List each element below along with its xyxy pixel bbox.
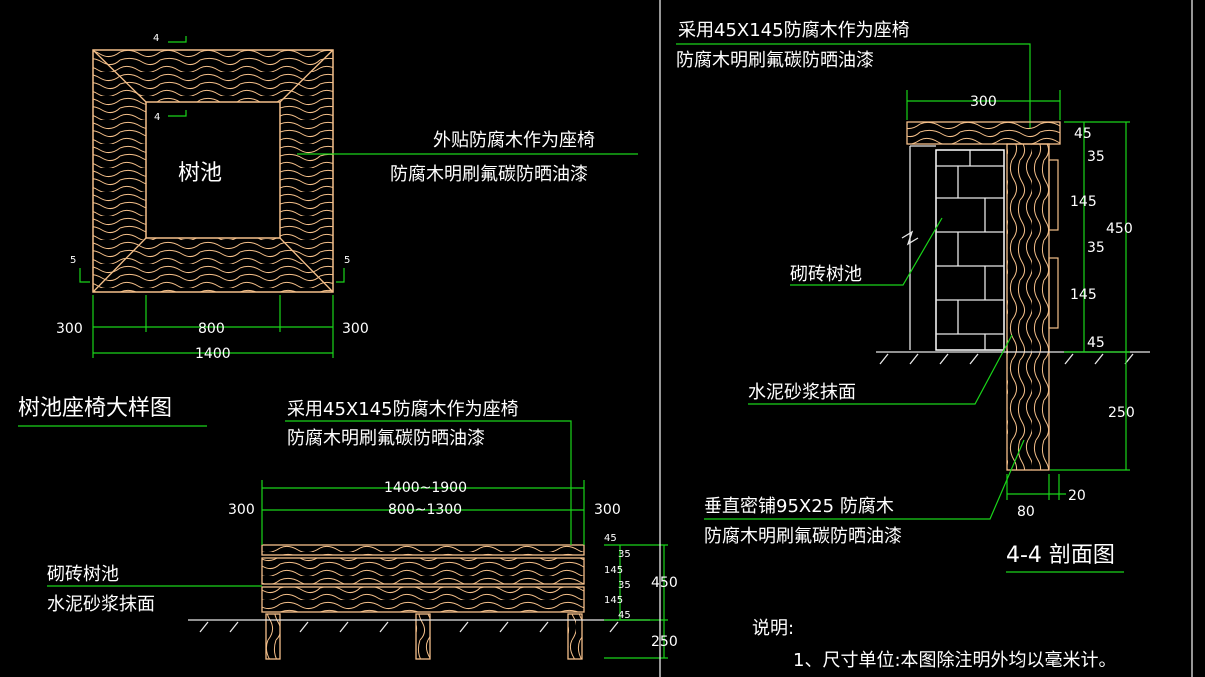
sec-v-145a: 145	[1070, 194, 1097, 210]
section-view: 采用45X145防腐木作为座椅 防腐木明刷氟碳防晒油漆 300 45 35 14…	[659, 0, 1193, 677]
sec-brick-wall	[935, 149, 1005, 351]
sec-v-45a: 45	[1074, 126, 1092, 142]
elev-v-145b: 145	[604, 595, 623, 606]
sec-title: 4-4 剖面图	[1006, 543, 1115, 568]
plan-thk-top: 4	[153, 33, 159, 44]
elev-v-145a: 145	[604, 565, 623, 576]
plan-thk-left: 5	[70, 255, 76, 266]
plan-dim-total: 1400	[195, 346, 231, 362]
sec-small-board-2	[1048, 257, 1059, 329]
elev-dim-range-1: 1400~1900	[384, 480, 467, 496]
elev-v-45a: 45	[604, 533, 617, 544]
elev-callout-2: 防腐木明刷氟碳防晒油漆	[287, 428, 485, 449]
notes-line-1: 1、尺寸单位:本图除注明外均以毫米计。	[793, 650, 1117, 671]
plan-dim-mid: 800	[198, 321, 225, 337]
plan-thk-right: 5	[344, 255, 350, 266]
plan-pool-label: 树池	[178, 161, 222, 186]
plan-dim-right: 300	[342, 321, 369, 337]
sec-label-vert-1: 垂直密铺95X25 防腐木	[704, 496, 894, 517]
sec-v-250: 250	[1108, 405, 1135, 421]
sec-v-35a: 35	[1087, 149, 1105, 165]
elev-board-1	[261, 557, 585, 585]
elev-label-brick: 砌砖树池	[47, 564, 119, 585]
sec-callout-2: 防腐木明刷氟碳防晒油漆	[676, 50, 874, 71]
sec-dim-top: 300	[970, 94, 997, 110]
sec-label-mortar: 水泥砂浆抹面	[748, 382, 856, 403]
plan-pool-opening	[145, 101, 281, 239]
sec-vertical-board	[1006, 143, 1050, 471]
plan-callout-1: 外贴防腐木作为座椅	[433, 130, 595, 151]
elev-leg-1	[265, 613, 281, 660]
sec-top-board	[906, 121, 1061, 145]
sec-v-35b: 35	[1087, 240, 1105, 256]
elev-leg-3	[567, 613, 583, 660]
elevation-view: 采用45X145防腐木作为座椅 防腐木明刷氟碳防晒油漆 1400~1900 80…	[47, 399, 678, 660]
elev-board-2	[261, 586, 585, 613]
elev-callout-1: 采用45X145防腐木作为座椅	[287, 399, 519, 420]
sec-dim-80: 80	[1017, 504, 1035, 520]
elev-leg-2	[415, 613, 431, 660]
sec-small-board-1	[1048, 159, 1059, 231]
plan-view: 树池 4 4 5 5 300 800 300 1400 外贴防腐木作为座椅 防腐…	[56, 33, 638, 362]
sec-label-vert-2: 防腐木明刷氟碳防晒油漆	[704, 526, 902, 547]
notes-heading: 说明:	[752, 618, 794, 639]
elev-v-250: 250	[651, 634, 678, 650]
plan-dim-left: 300	[56, 321, 83, 337]
elev-label-mortar: 水泥砂浆抹面	[47, 594, 155, 615]
elev-v-45b: 45	[618, 610, 631, 621]
elev-dim-right: 300	[594, 502, 621, 518]
elev-v-35b: 35	[618, 580, 631, 591]
sec-dim-20: 20	[1068, 488, 1086, 504]
elev-top-board	[261, 544, 585, 556]
sec-v-45b: 45	[1087, 335, 1105, 351]
plan-thk-inner: 4	[154, 112, 160, 123]
sec-label-brick: 砌砖树池	[790, 264, 862, 285]
sec-v-145b: 145	[1070, 287, 1097, 303]
sec-v-450: 450	[1106, 221, 1133, 237]
elev-dim-left: 300	[228, 502, 255, 518]
plan-callout-2: 防腐木明刷氟碳防晒油漆	[390, 164, 588, 185]
elev-v-35a: 35	[618, 549, 631, 560]
sec-callout-1: 采用45X145防腐木作为座椅	[678, 20, 910, 41]
elev-dim-range-2: 800~1300	[388, 502, 462, 518]
detail-title: 树池座椅大样图	[18, 396, 172, 421]
elev-v-450: 450	[651, 575, 678, 591]
